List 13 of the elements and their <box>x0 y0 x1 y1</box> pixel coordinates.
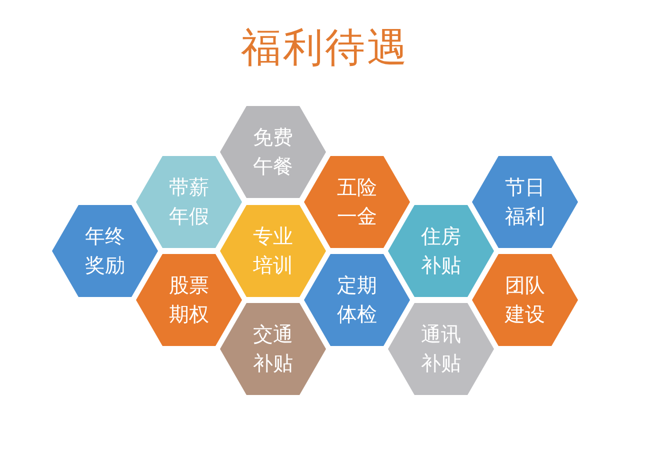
benefit-label: 专业培训 <box>252 223 294 279</box>
benefit-label: 通讯补贴 <box>420 321 462 377</box>
benefit-label: 住房补贴 <box>420 223 462 279</box>
title: 福利待遇 <box>241 24 409 72</box>
benefit-label: 年终奖励 <box>84 223 126 279</box>
benefit-label: 带薪年假 <box>168 174 210 230</box>
benefit-label: 免费午餐 <box>252 124 294 180</box>
benefit-label: 定期体检 <box>336 272 378 328</box>
benefit-label: 交通补贴 <box>252 321 294 377</box>
benefit-label: 节日福利 <box>504 174 546 230</box>
benefit-label: 五险一金 <box>336 174 378 230</box>
benefit-label: 股票期权 <box>168 272 210 328</box>
benefit-label: 团队建设 <box>504 272 546 328</box>
